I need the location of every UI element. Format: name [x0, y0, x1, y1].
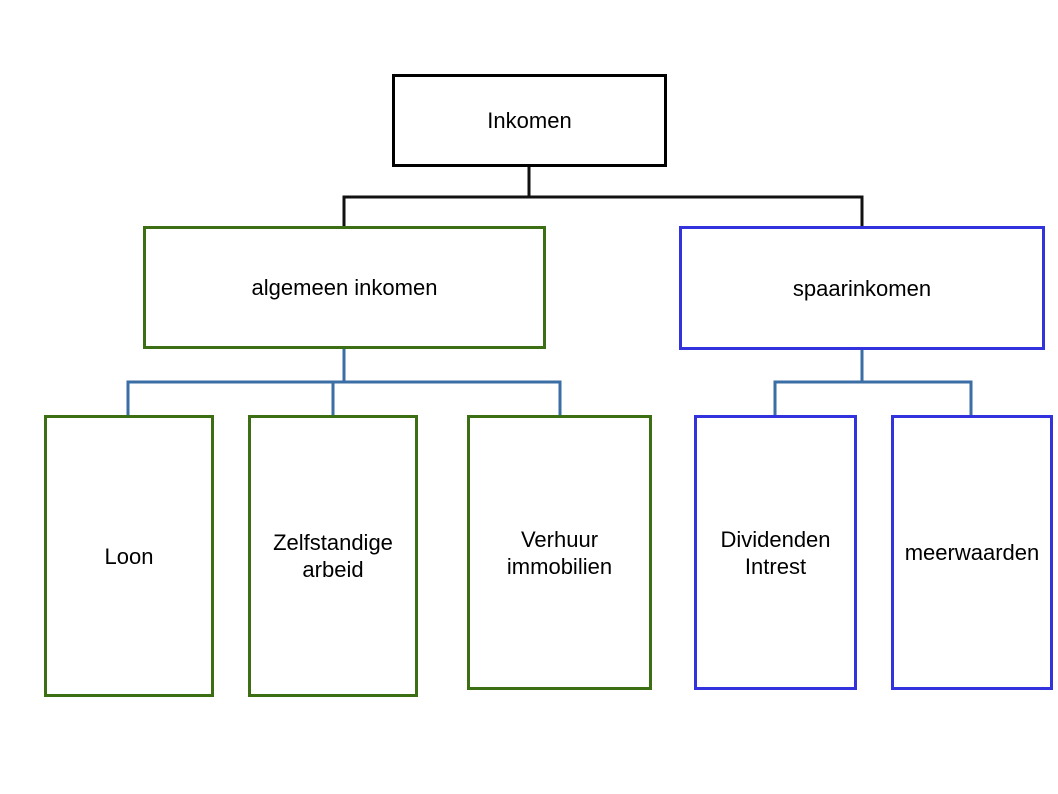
node-inkomen-label: Inkomen — [487, 108, 572, 133]
node-algemeen-inkomen: algemeen inkomen — [143, 226, 546, 349]
node-dividenden-intrest-label: Dividenden Intrest — [720, 526, 831, 579]
node-spaarinkomen-label: spaarinkomen — [792, 275, 932, 301]
node-meerwaarden-label: meerwaarden — [904, 540, 1040, 565]
node-zelfstandige-arbeid: Zelfstandige arbeid — [248, 415, 418, 697]
connector-general-bar — [126, 380, 562, 416]
node-meerwaarden: meerwaarden — [891, 415, 1053, 690]
node-spaarinkomen: spaarinkomen — [679, 226, 1045, 350]
node-loon: Loon — [44, 415, 214, 697]
node-inkomen: Inkomen — [392, 74, 667, 167]
node-dividenden-intrest: Dividenden Intrest — [694, 415, 857, 690]
node-algemeen-inkomen-label: algemeen inkomen — [251, 275, 438, 300]
connector-root-bar — [342, 195, 864, 228]
node-zelfstandige-arbeid-label: Zelfstandige arbeid — [273, 530, 393, 582]
connector-savings-bar — [773, 380, 973, 416]
node-loon-label: Loon — [104, 543, 154, 569]
node-verhuur-immobilien-label: Verhuur immobilien — [506, 526, 613, 579]
node-verhuur-immobilien: Verhuur immobilien — [467, 415, 652, 690]
